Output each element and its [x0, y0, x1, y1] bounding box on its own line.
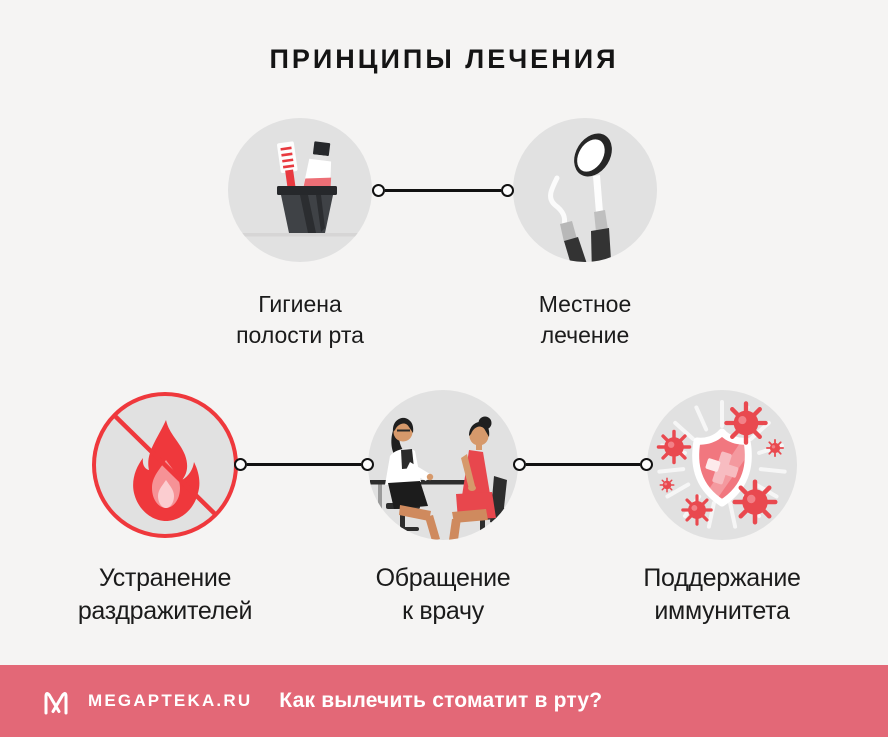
footer-question: Как вылечить стоматит в рту?	[279, 689, 603, 712]
patient-figure	[449, 416, 496, 540]
label-line: Местное	[538, 291, 632, 317]
footer-bar: MEGAPTEKA.RU Как вылечить стоматит в рту…	[0, 665, 888, 737]
connector	[234, 457, 374, 472]
toothbrush-cup-icon	[236, 141, 364, 237]
megapteka-logo-icon	[40, 684, 72, 718]
connector-dot	[372, 184, 385, 197]
step-label-hygiene: Гигиена полости рта	[160, 289, 440, 351]
dental-probe	[548, 175, 587, 262]
step-circle-irritants	[90, 390, 240, 540]
connector-line	[247, 463, 361, 466]
connector-dot	[640, 458, 653, 471]
label-line: Устранение	[98, 564, 232, 592]
label-line: к врачу	[402, 597, 484, 625]
step-circle-local-treatment	[513, 118, 657, 262]
step-label-immunity: Поддержание иммунитета	[582, 562, 862, 628]
page-title: ПРИНЦИПЫ ЛЕЧЕНИЯ	[269, 44, 619, 74]
dental-mirror	[574, 133, 612, 262]
flame	[133, 420, 200, 521]
label-line: иммунитета	[654, 597, 790, 625]
connector	[513, 457, 653, 472]
step-circle-hygiene	[228, 118, 372, 262]
step-label-doctor-visit: Обращение к врачу	[303, 562, 583, 628]
step-label-local-treatment: Местное лечение	[445, 289, 725, 351]
step-circle-immunity	[647, 390, 797, 540]
label-line: раздражителей	[77, 597, 253, 625]
dental-tools-icon	[548, 133, 612, 262]
connector-dot	[501, 184, 514, 197]
cup	[277, 186, 337, 233]
medical-cross	[705, 451, 739, 485]
connector	[372, 183, 514, 198]
immunity-shield-icon	[656, 400, 787, 529]
label-line: лечение	[540, 322, 630, 348]
label-line: полости рта	[236, 322, 364, 348]
label-line: Поддержание	[643, 564, 801, 592]
label-line: Гигиена	[258, 291, 342, 317]
connector-line	[385, 189, 501, 192]
shield	[692, 428, 752, 507]
no-fire-icon	[92, 392, 238, 538]
doctor-figure	[385, 417, 440, 540]
connector-dot	[513, 458, 526, 471]
label-line: Обращение	[375, 564, 511, 592]
step-label-irritants: Устранение раздражителей	[25, 562, 305, 628]
connector-dot	[361, 458, 374, 471]
prohibition-slash	[113, 414, 217, 516]
footer-brand: MEGAPTEKA.RU	[88, 691, 253, 710]
connector-line	[526, 463, 640, 466]
step-circle-doctor-visit	[368, 390, 518, 540]
doctor-consultation-icon	[370, 416, 508, 540]
connector-dot	[234, 458, 247, 471]
